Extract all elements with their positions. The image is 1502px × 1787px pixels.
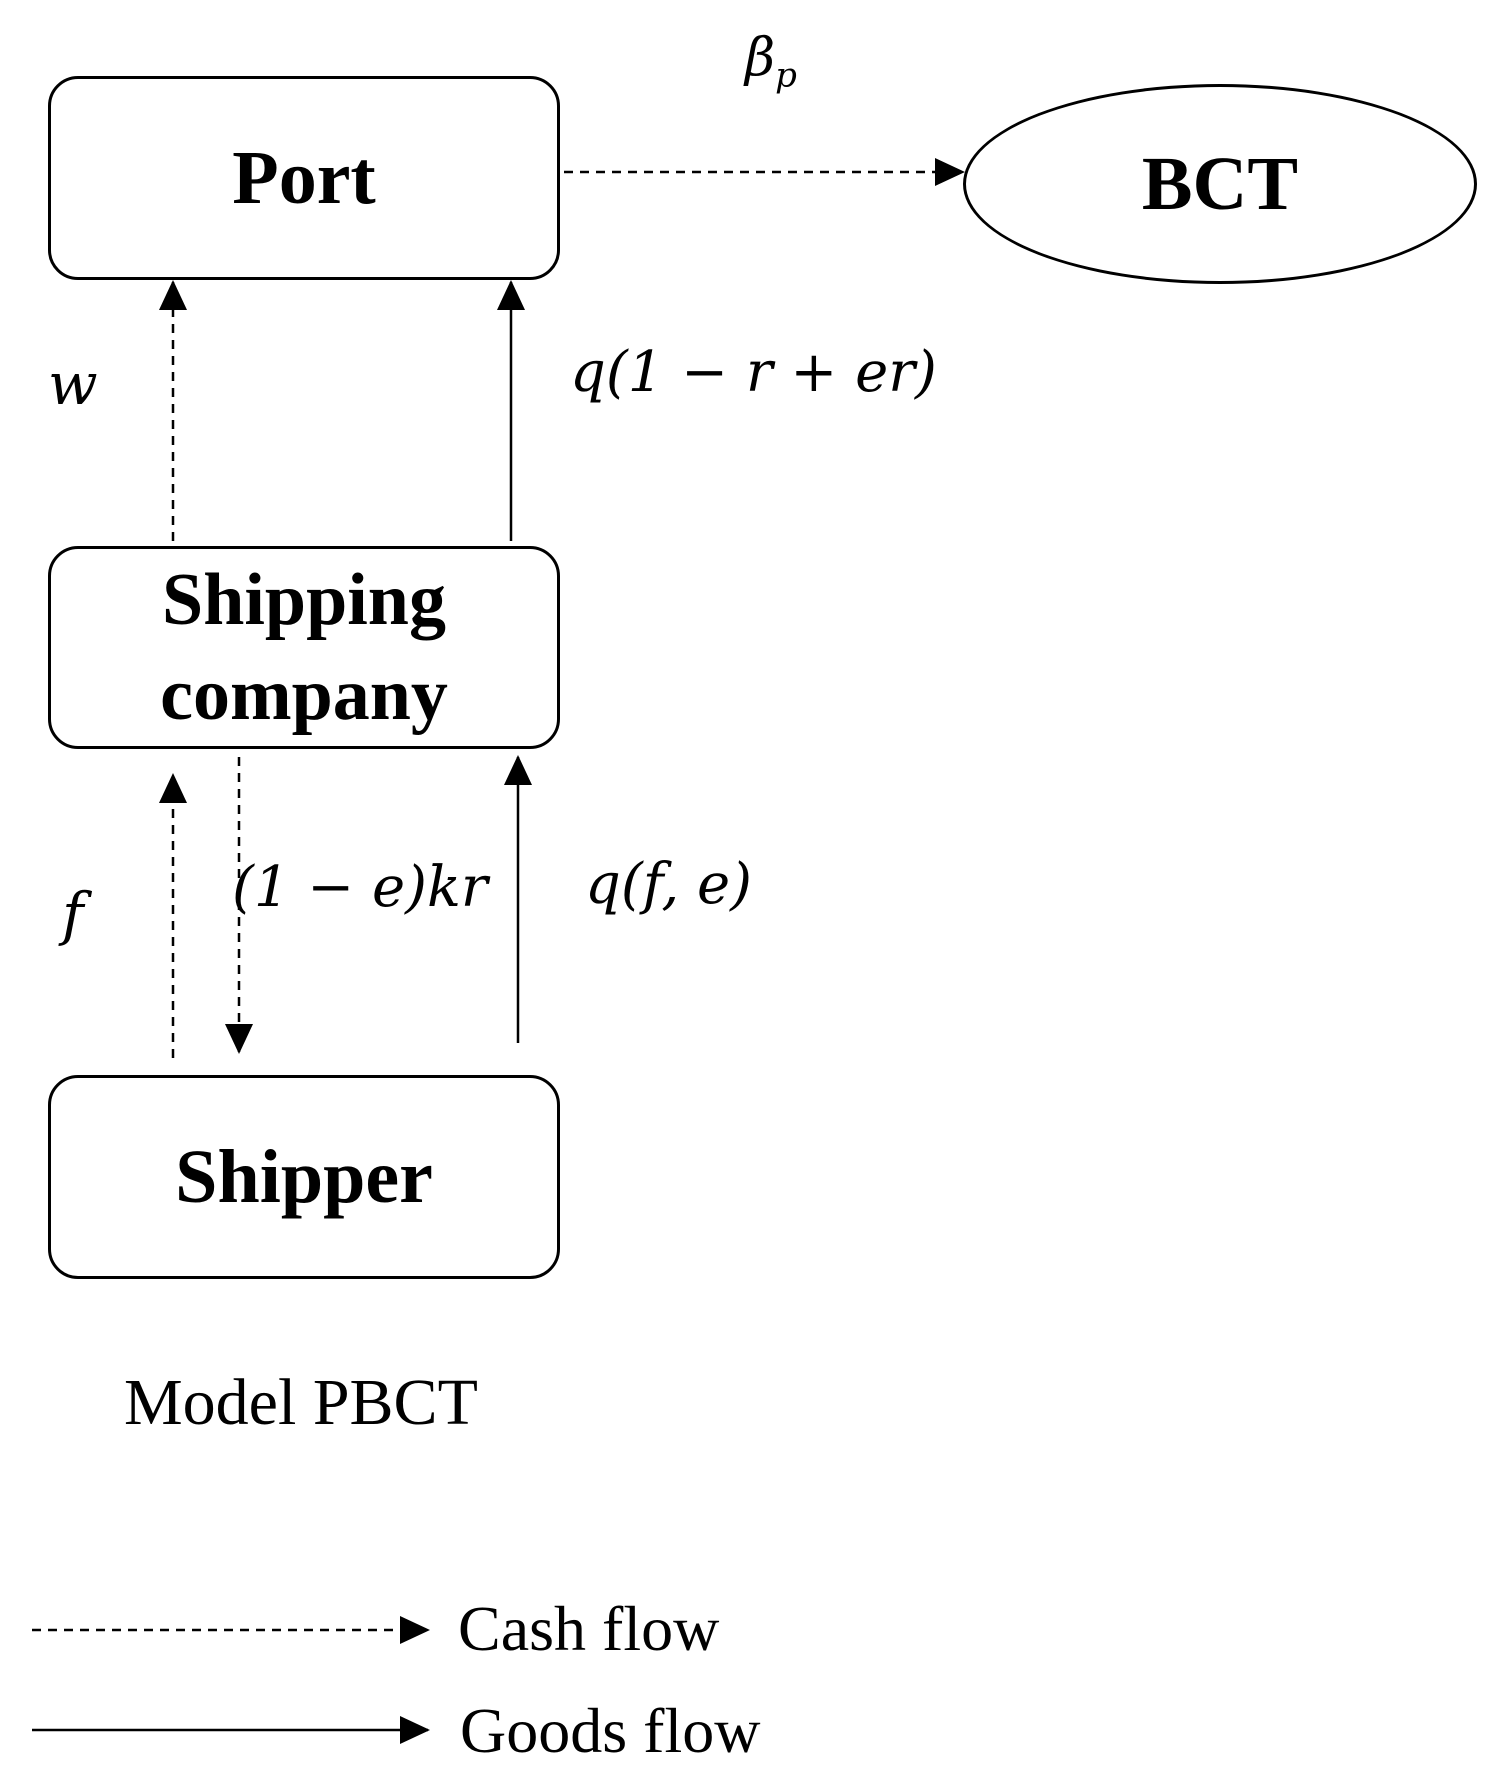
q-shipco-label: q(f, e) [585,852,753,917]
port-label: Port [232,135,376,220]
beta-base: β [745,28,776,88]
beta-p-label: βp [745,28,797,95]
w-label: w [48,350,98,418]
bct-label: BCT [1141,141,1299,226]
f-label: f [62,880,84,948]
legend-cash-flow-label: Cash flow [458,1593,720,1664]
beta-subscript: p [775,55,797,96]
diagram-caption: Model PBCT [124,1366,478,1439]
refund-label: (1 − e)kr [232,855,488,920]
shipping-company-label-line1: Shipping [162,558,446,641]
legend-goods-flow-label: Goods flow [460,1695,761,1766]
bct-node: BCT [963,84,1477,284]
shipper-node: Shipper [48,1075,560,1279]
port-node: Port [48,76,560,280]
shipper-label: Shipper [175,1134,433,1219]
shipping-company-label-line2: company [160,653,448,736]
shipping-company-node: Shipping company [48,546,560,749]
q-port-label: q(1 − r + er) [570,340,937,405]
